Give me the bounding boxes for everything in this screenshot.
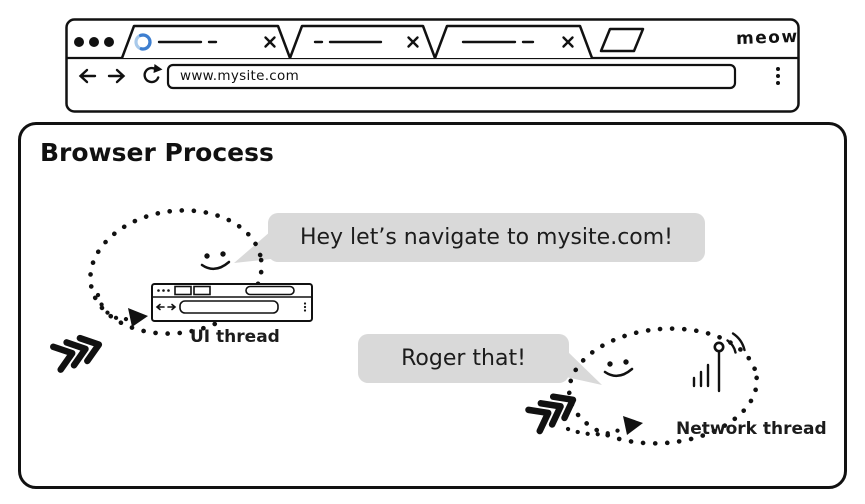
window-control-icon[interactable] xyxy=(74,37,84,47)
close-icon[interactable] xyxy=(407,36,419,48)
new-tab-button[interactable] xyxy=(599,27,645,53)
speech-bubble-network: Roger that! xyxy=(358,334,569,383)
back-arrow-icon xyxy=(78,68,97,84)
brand-logo: meow xyxy=(735,26,799,50)
address-bar[interactable] xyxy=(166,63,737,90)
window-controls[interactable] xyxy=(74,37,114,47)
back-button[interactable] xyxy=(78,68,97,84)
forward-arrow-icon xyxy=(107,68,126,84)
ui-thread-label: UI thread xyxy=(190,327,280,347)
window-control-icon[interactable] xyxy=(104,37,114,47)
refresh-icon xyxy=(143,66,160,84)
tab-2[interactable] xyxy=(288,24,437,59)
browser-window-illustration xyxy=(65,18,800,113)
tab-3[interactable] xyxy=(433,24,594,59)
forward-button[interactable] xyxy=(107,68,126,84)
network-thread-label: Network thread xyxy=(676,419,827,439)
speech-bubble-ui-text: Hey let’s navigate to mysite.com! xyxy=(299,225,674,250)
refresh-button[interactable] xyxy=(143,64,163,84)
process-title: Browser Process xyxy=(40,138,274,167)
window-control-icon[interactable] xyxy=(89,37,99,47)
tab-1-active[interactable] xyxy=(120,24,292,59)
close-icon[interactable] xyxy=(562,36,574,48)
loading-spinner-icon xyxy=(134,33,152,51)
close-icon[interactable] xyxy=(264,36,276,48)
speech-bubble-network-text: Roger that! xyxy=(401,346,526,371)
speech-bubble-ui: Hey let’s navigate to mysite.com! xyxy=(268,213,705,262)
address-bar-url[interactable]: www.mysite.com xyxy=(180,68,300,84)
vertical-dots-menu-icon[interactable] xyxy=(776,67,780,85)
